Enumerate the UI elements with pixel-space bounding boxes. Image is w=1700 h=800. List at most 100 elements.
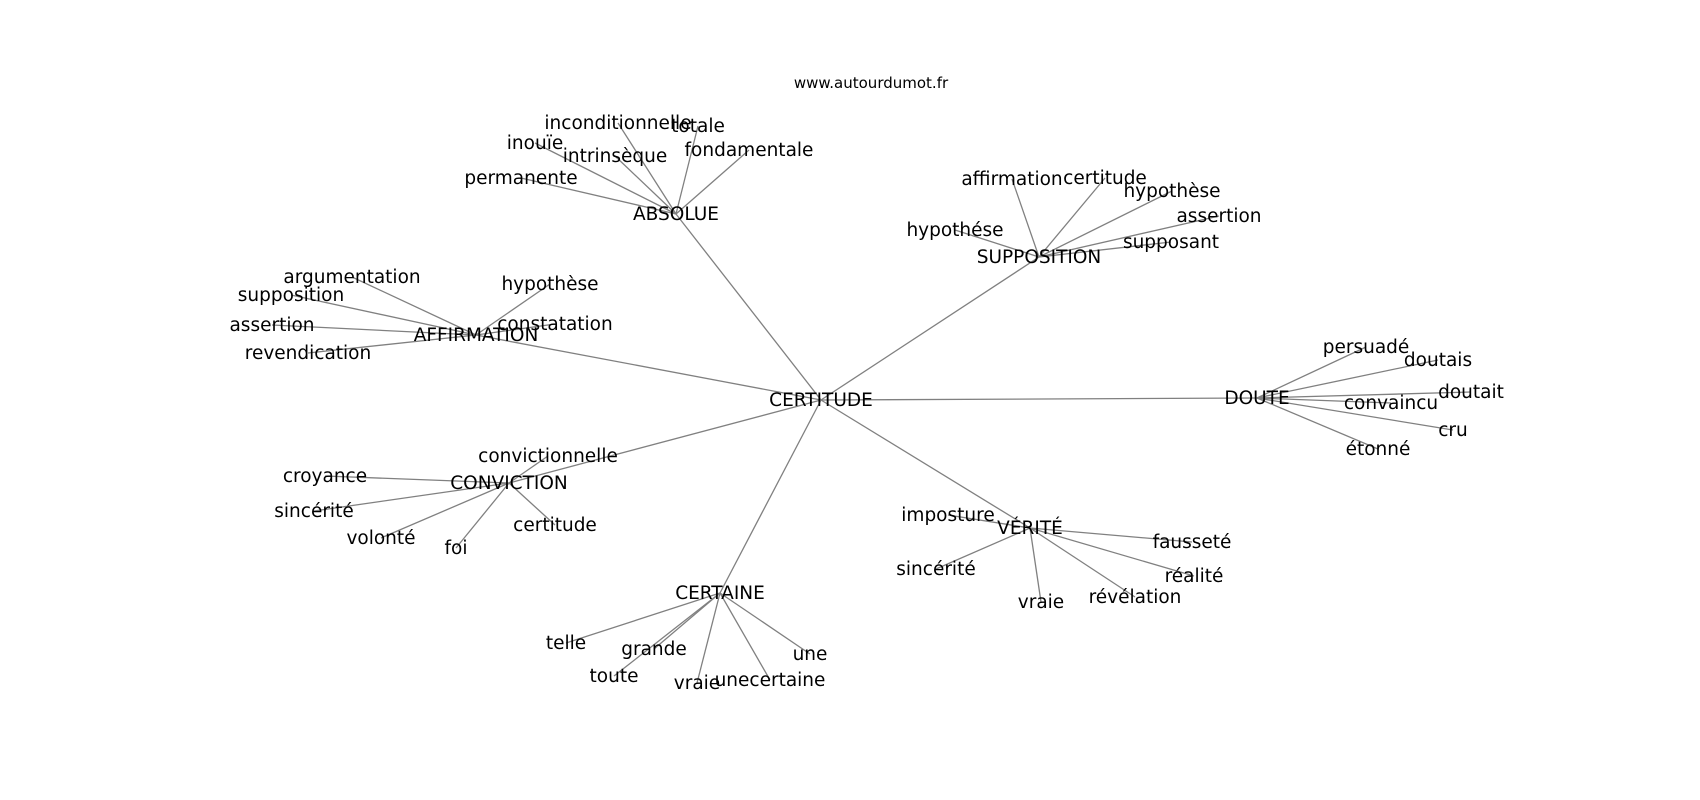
edge-hub-to-leaf xyxy=(719,592,771,681)
leaf-node: certitude xyxy=(1063,168,1147,189)
leaf-node: argumentation xyxy=(283,267,420,288)
labels: CERTITUDEABSOLUEinconditionnelletotalein… xyxy=(229,113,1503,694)
edge-hub-to-leaf xyxy=(1038,177,1106,258)
leaf-node: hypothèse xyxy=(501,274,598,295)
edges xyxy=(271,122,1472,684)
edge-hub-to-leaf xyxy=(1256,397,1454,431)
edge-hub-to-leaf xyxy=(1256,397,1379,450)
leaf-node: hypothése xyxy=(906,220,1003,241)
hub-node: AFFIRMATION xyxy=(414,325,539,346)
hub-node: DOUTE xyxy=(1224,388,1289,409)
leaf-node: totale xyxy=(671,116,725,137)
leaf-node: doutais xyxy=(1404,350,1472,371)
center-node: CERTITUDE xyxy=(769,390,873,411)
leaf-node: assertion xyxy=(1176,206,1261,227)
edge-hub-to-leaf xyxy=(1038,190,1173,258)
edge-hub-to-leaf xyxy=(290,294,477,336)
edge-center-to-hub xyxy=(820,397,1258,401)
edge-hub-to-leaf xyxy=(613,592,721,677)
leaf-node: étonné xyxy=(1346,439,1411,460)
leaf-node: telle xyxy=(546,633,586,654)
edge-hub-to-leaf xyxy=(1256,391,1472,399)
site-watermark: www.autourdumot.fr xyxy=(794,74,949,92)
leaf-node: fausseté xyxy=(1153,532,1232,553)
hub-node: CERTAINE xyxy=(675,583,765,604)
leaf-node: vraie xyxy=(674,673,720,694)
edge-hub-to-leaf xyxy=(1029,527,1193,543)
leaf-node: toute xyxy=(590,666,639,687)
leaf-node: convictionnelle xyxy=(478,446,618,467)
edge-hub-to-leaf xyxy=(271,324,477,336)
edge-center-to-hub xyxy=(820,399,1031,529)
edge-hub-to-leaf xyxy=(475,323,556,336)
edge-hub-to-leaf xyxy=(324,475,510,484)
edge-hub-to-leaf xyxy=(1011,178,1040,258)
edge-hub-to-leaf xyxy=(719,592,811,655)
edge-hub-to-leaf xyxy=(534,142,677,215)
edge-hub-to-leaf xyxy=(947,514,1031,529)
leaf-node: convaincu xyxy=(1344,393,1438,414)
edge-hub-to-leaf xyxy=(1029,527,1195,577)
edge-center-to-hub xyxy=(719,399,822,594)
edge-hub-to-leaf xyxy=(520,177,677,215)
leaf-node: une xyxy=(793,644,828,665)
hub-node: SUPPOSITION xyxy=(977,247,1102,268)
hub-node: VÉRITÉ xyxy=(997,517,1063,539)
leaf-node: grande xyxy=(621,639,687,660)
edge-hub-to-leaf xyxy=(508,482,556,526)
leaf-node: sincérité xyxy=(274,501,353,522)
leaf-node: affirmation xyxy=(961,169,1062,190)
leaf-node: unecertaine xyxy=(715,670,826,691)
leaf-node: supposant xyxy=(1123,232,1219,253)
edge-hub-to-leaf xyxy=(1038,241,1172,258)
leaf-node: constatation xyxy=(497,314,612,335)
leaf-node: révélation xyxy=(1089,587,1182,608)
edge-hub-to-leaf xyxy=(675,149,750,215)
leaf-node: doutait xyxy=(1438,382,1504,403)
edge-hub-to-leaf xyxy=(455,482,510,549)
edge-hub-to-leaf xyxy=(565,592,721,644)
edge-hub-to-leaf xyxy=(380,482,510,539)
leaf-node: assertion xyxy=(229,315,314,336)
edge-hub-to-leaf xyxy=(675,125,699,215)
leaf-node: réalité xyxy=(1165,566,1224,587)
leaf-node: persuadé xyxy=(1323,337,1410,358)
leaf-node: imposture xyxy=(901,505,994,526)
edge-hub-to-leaf xyxy=(617,122,677,215)
leaf-node: revendication xyxy=(245,343,371,364)
edge-hub-to-leaf xyxy=(1038,215,1220,258)
edge-hub-to-leaf xyxy=(614,155,677,215)
leaf-node: foi xyxy=(445,538,468,559)
edge-hub-to-leaf xyxy=(351,276,477,336)
edge-hub-to-leaf xyxy=(1256,359,1439,399)
leaf-node: certitude xyxy=(513,515,597,536)
leaf-node: volonté xyxy=(346,528,415,549)
edge-hub-to-leaf xyxy=(696,592,721,684)
edge-hub-to-leaf xyxy=(313,482,510,512)
leaf-node: croyance xyxy=(283,466,367,487)
edge-hub-to-leaf xyxy=(475,283,551,336)
edge-hub-to-leaf xyxy=(935,527,1031,570)
edge-hub-to-leaf xyxy=(1256,346,1367,399)
leaf-node: cru xyxy=(1438,420,1468,441)
edge-hub-to-leaf xyxy=(1029,527,1042,603)
leaf-node: supposition xyxy=(238,285,344,306)
edge-center-to-hub xyxy=(675,213,822,401)
edge-hub-to-leaf xyxy=(1029,527,1136,598)
edge-hub-to-leaf xyxy=(508,455,549,484)
leaf-node: sincérité xyxy=(896,559,975,580)
hub-node: ABSOLUE xyxy=(633,204,719,225)
edge-hub-to-leaf xyxy=(307,334,477,354)
leaf-node: fondamentale xyxy=(685,140,814,161)
leaf-node: vraie xyxy=(1018,592,1064,613)
edge-hub-to-leaf xyxy=(1256,397,1392,404)
edge-hub-to-leaf xyxy=(954,229,1040,258)
leaf-node: intrinsèque xyxy=(563,146,667,167)
edge-center-to-hub xyxy=(508,399,822,484)
edge-center-to-hub xyxy=(475,334,822,401)
leaf-node: inconditionnelle xyxy=(544,113,691,134)
leaf-node: permanente xyxy=(464,168,577,189)
leaf-node: inouïe xyxy=(507,133,563,154)
leaf-node: hypothèse xyxy=(1123,181,1220,202)
